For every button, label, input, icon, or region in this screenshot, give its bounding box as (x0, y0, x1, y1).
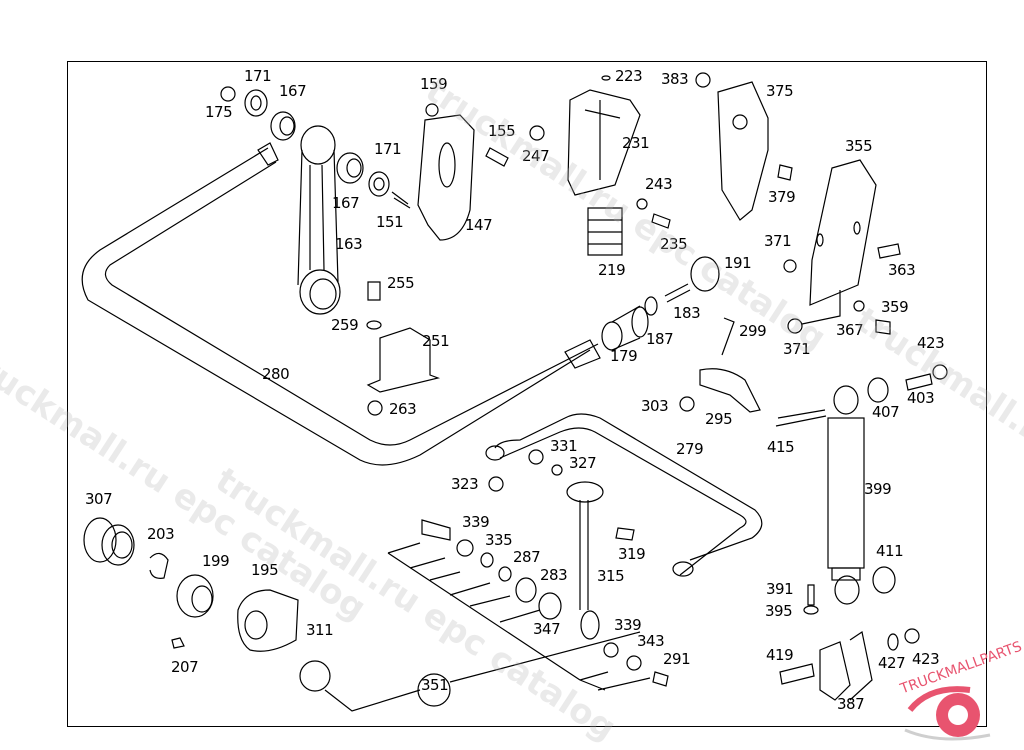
part-callout-307[interactable]: 307 (85, 490, 113, 508)
part-callout-283[interactable]: 283 (540, 566, 568, 584)
part-callout-171[interactable]: 171 (374, 140, 402, 158)
mount-bracket-231[interactable] (529, 75, 671, 256)
part-callout-255[interactable]: 255 (387, 274, 415, 292)
link-rod-315[interactable] (488, 449, 635, 640)
part-callout-407[interactable]: 407 (872, 403, 900, 421)
part-callout-323[interactable]: 323 (451, 475, 479, 493)
part-callout-427[interactable]: 427 (878, 654, 906, 672)
part-callout-295[interactable]: 295 (705, 410, 733, 428)
part-callout-399[interactable]: 399 (864, 480, 892, 498)
part-callout-167[interactable]: 167 (332, 194, 360, 212)
part-callout-207[interactable]: 207 (171, 658, 199, 676)
part-callout-403[interactable]: 403 (907, 389, 935, 407)
part-callout-171[interactable]: 171 (244, 67, 272, 85)
bracket-355[interactable] (783, 159, 901, 335)
shock-absorber-399[interactable] (775, 364, 948, 605)
part-callout-419[interactable]: 419 (766, 646, 794, 664)
part-callout-179[interactable]: 179 (610, 347, 638, 365)
part-callout-299[interactable]: 299 (739, 322, 767, 340)
part-callout-375[interactable]: 375 (766, 82, 794, 100)
part-callout-423[interactable]: 423 (917, 334, 945, 352)
truckmallparts-logo: TRUCKMALLPARTS (897, 640, 1024, 741)
part-callout-347[interactable]: 347 (533, 620, 561, 638)
part-callout-247[interactable]: 247 (522, 147, 550, 165)
part-callout-199[interactable]: 199 (202, 552, 230, 570)
part-callout-167[interactable]: 167 (279, 82, 307, 100)
link-163[interactable] (297, 125, 341, 315)
part-callout-411[interactable]: 411 (876, 542, 904, 560)
part-callout-319[interactable]: 319 (618, 545, 646, 563)
gear-icon (904, 686, 991, 741)
boot-179[interactable] (601, 256, 720, 351)
part-callout-263[interactable]: 263 (389, 400, 417, 418)
part-callout-371[interactable]: 371 (764, 232, 792, 250)
part-callout-415[interactable]: 415 (767, 438, 795, 456)
part-callout-335[interactable]: 335 (485, 531, 513, 549)
part-callout-291[interactable]: 291 (663, 650, 691, 668)
clamp-251[interactable] (366, 281, 441, 416)
part-callout-343[interactable]: 343 (637, 632, 665, 650)
part-callout-235[interactable]: 235 (660, 235, 688, 253)
bracket-387[interactable] (779, 584, 920, 701)
part-callout-367[interactable]: 367 (836, 321, 864, 339)
part-callout-259[interactable]: 259 (331, 316, 359, 334)
bearing-set-left (83, 517, 641, 712)
part-callout-223[interactable]: 223 (615, 67, 643, 85)
part-callout-175[interactable]: 175 (205, 103, 233, 121)
part-callout-279[interactable]: 279 (676, 440, 704, 458)
part-callout-311[interactable]: 311 (306, 621, 334, 639)
plate-375[interactable] (695, 72, 793, 221)
part-callout-151[interactable]: 151 (376, 213, 404, 231)
part-callout-251[interactable]: 251 (422, 332, 450, 350)
assembly-callout-351[interactable]: 351 (421, 676, 449, 694)
part-callout-371[interactable]: 371 (783, 340, 811, 358)
part-callout-339[interactable]: 339 (462, 513, 490, 531)
part-callout-219[interactable]: 219 (598, 261, 626, 279)
part-callout-339[interactable]: 339 (614, 616, 642, 634)
part-callout-355[interactable]: 355 (845, 137, 873, 155)
part-callout-191[interactable]: 191 (724, 254, 752, 272)
part-callout-395[interactable]: 395 (765, 602, 793, 620)
small-parts-top-left (220, 86, 411, 209)
part-callout-155[interactable]: 155 (488, 122, 516, 140)
part-callout-183[interactable]: 183 (673, 304, 701, 322)
bushing-set (387, 519, 669, 691)
part-callout-387[interactable]: 387 (837, 695, 865, 713)
part-callout-159[interactable]: 159 (420, 75, 448, 93)
bracket-147[interactable] (417, 103, 509, 241)
part-callout-363[interactable]: 363 (888, 261, 916, 279)
part-callout-287[interactable]: 287 (513, 548, 541, 566)
part-callout-163[interactable]: 163 (335, 235, 363, 253)
stabilizer-bar-279[interactable] (485, 413, 763, 577)
stabilizer-bar-280[interactable] (81, 142, 601, 466)
part-callout-327[interactable]: 327 (569, 454, 597, 472)
part-callout-331[interactable]: 331 (550, 437, 578, 455)
part-callout-303[interactable]: 303 (641, 397, 669, 415)
part-callout-231[interactable]: 231 (622, 134, 650, 152)
part-callout-147[interactable]: 147 (465, 216, 493, 234)
part-callout-195[interactable]: 195 (251, 561, 279, 579)
part-callout-203[interactable]: 203 (147, 525, 175, 543)
clamp-295[interactable] (679, 317, 761, 413)
part-callout-280[interactable]: 280 (262, 365, 290, 383)
part-callout-383[interactable]: 383 (661, 70, 689, 88)
diagram-frame (67, 61, 987, 727)
part-callout-391[interactable]: 391 (766, 580, 794, 598)
part-callout-379[interactable]: 379 (768, 188, 796, 206)
part-callout-187[interactable]: 187 (646, 330, 674, 348)
part-callout-423[interactable]: 423 (912, 650, 940, 668)
part-callout-315[interactable]: 315 (597, 567, 625, 585)
part-callout-243[interactable]: 243 (645, 175, 673, 193)
part-callout-359[interactable]: 359 (881, 298, 909, 316)
